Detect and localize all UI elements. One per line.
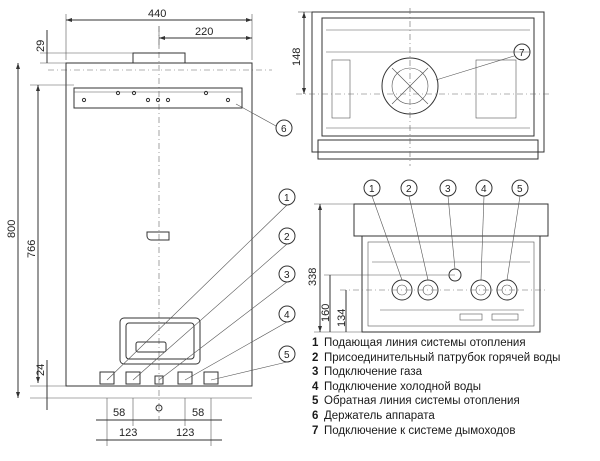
dim-height-body: 766 [26, 240, 38, 258]
legend-item: 5 Обратная линия системы отопления [312, 394, 597, 409]
front-view: 440 220 29 [6, 8, 288, 446]
side-pipes [391, 268, 518, 301]
legend-text: Присоединительный патрубок горячей воды [324, 351, 561, 364]
legend-num: 5 [312, 395, 319, 408]
legend-item: 2 Присоединительный патрубок горячей вод… [312, 351, 597, 366]
callout-front-2: 2 [284, 232, 290, 243]
dim-top-view-depth: 148 [291, 48, 303, 66]
dim-pipe-spacing-2: 58 [192, 407, 204, 419]
dim-width-total: 440 [148, 8, 166, 20]
legend-text: Подающая линия системы отопления [324, 337, 526, 349]
callouts: 1 2 3 4 5 6 7 1 2 3 4 5 [275, 43, 531, 363]
callout-front-5: 5 [284, 350, 290, 361]
legend: 1 Подающая линия системы отопления 2 При… [312, 336, 597, 438]
front-pipes [99, 371, 219, 385]
dim-height-total: 800 [6, 220, 18, 238]
legend-item: 6 Держатель аппарата [312, 409, 597, 424]
legend-text: Подключение холодной воды [324, 380, 482, 393]
legend-text: Подключение газа [324, 366, 422, 379]
legend-text: Обратная линия системы отопления [324, 395, 520, 408]
legend-num: 2 [312, 351, 319, 364]
dim-side-134: 134 [336, 309, 348, 327]
legend-num: 3 [312, 366, 319, 379]
callout-front-3: 3 [284, 270, 290, 281]
callout-side-3: 3 [445, 184, 451, 195]
callout-side-5: 5 [517, 184, 523, 195]
legend-num: 6 [312, 409, 319, 422]
callout-side-2: 2 [406, 184, 412, 195]
callout-side-1: 1 [369, 184, 375, 195]
legend-num: 4 [312, 380, 319, 393]
top-view: 148 [291, 8, 550, 166]
callout-side-4: 4 [481, 184, 487, 195]
callout-front-6: 6 [281, 124, 287, 135]
legend-text: Держатель аппарата [324, 409, 435, 422]
dim-pipe-pair-1: 123 [119, 427, 137, 439]
dim-side-160: 160 [320, 304, 332, 322]
legend-num: 1 [312, 337, 319, 349]
legend-item: 7 Подключение к системе дымоходов [312, 424, 597, 439]
legend-item: 1 Подающая линия системы отопления [312, 336, 597, 351]
legend-item: 3 Подключение газа [312, 365, 597, 380]
legend-text: Подключение к системе дымоходов [324, 424, 516, 437]
callout-front-1: 1 [284, 193, 290, 204]
legend-num: 7 [312, 424, 319, 437]
dim-bottom-offset: 24 [35, 364, 47, 376]
dim-pipe-spacing-1: 58 [113, 407, 125, 419]
callout-front-4: 4 [284, 310, 290, 321]
callout-top-7: 7 [519, 48, 525, 59]
dim-width-half: 220 [195, 26, 213, 38]
dim-side-height: 338 [307, 268, 319, 286]
side-view: 338 160 134 [307, 195, 549, 333]
dim-pipe-pair-2: 123 [176, 427, 194, 439]
legend-item: 4 Подключение холодной воды [312, 380, 597, 395]
dim-top-offset: 29 [35, 40, 47, 52]
